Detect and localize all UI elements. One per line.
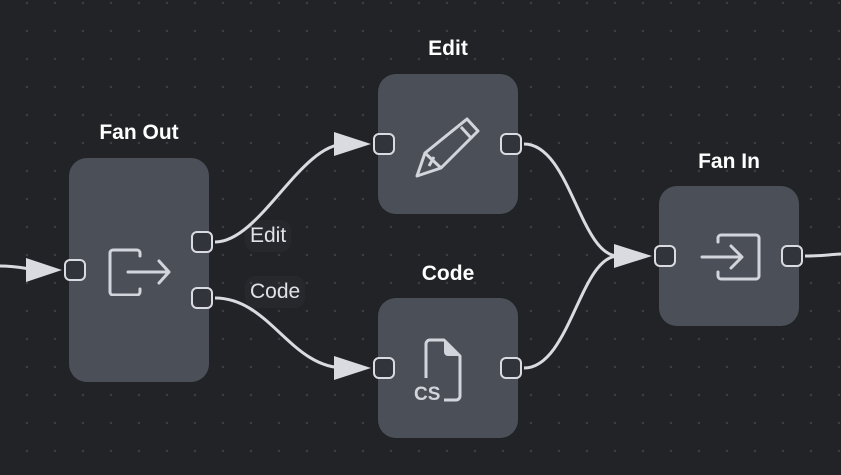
fan-out-input-port[interactable] [64,259,86,281]
node-code[interactable]: CS [378,298,518,438]
cs-file-icon: CS [414,338,462,404]
edge-external-to-fan-out[interactable] [0,264,41,272]
node-title-fan-in: Fan In [698,150,760,173]
fan-in-input-port[interactable] [654,245,676,267]
edge-fan-out-code-to-code[interactable] [214,296,346,370]
edit-output-port[interactable] [500,133,522,155]
node-title-code: Code [421,262,475,285]
node-edit[interactable] [378,74,518,214]
node-fan-in[interactable] [659,186,799,326]
arrowhead-fan-in-in [614,244,652,268]
node-title-fan-out: Fan Out [99,121,179,144]
cs-file-icon-text: CS [414,384,440,404]
fan-in-output-port[interactable] [781,245,803,267]
edge-fan-in-to-external[interactable] [804,252,841,258]
enter-arrow-icon [700,233,761,281]
node-fan-out[interactable] [69,158,209,382]
exit-arrow-icon [108,248,171,296]
fan-out-output-port-edit[interactable] [191,231,213,253]
arrowhead-code-in [334,356,371,380]
code-output-port[interactable] [500,357,522,379]
pencil-icon [415,117,480,178]
code-input-port[interactable] [373,357,395,379]
arrowhead-fan-out-in [26,258,62,282]
edit-input-port[interactable] [373,133,395,155]
fan-out-output-port-code[interactable] [191,287,213,309]
port-label-edit: Edit [245,220,291,252]
port-label-code: Code [245,276,305,308]
arrowhead-edit-in [334,132,371,156]
edge-edit-to-fan-in[interactable] [523,142,619,258]
node-title-edit: Edit [428,37,468,60]
